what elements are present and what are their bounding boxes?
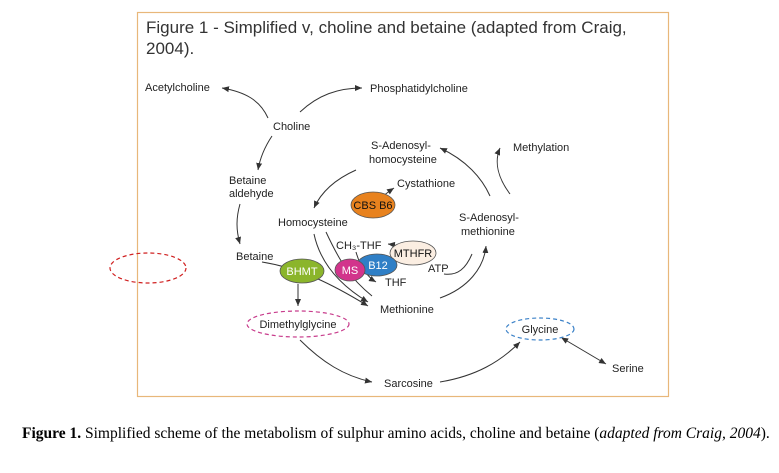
red-dashed-ring	[109, 252, 187, 284]
caption-source: adapted from Craig, 2004	[599, 425, 761, 442]
caption-text: Simplified scheme of the metabolism of s…	[81, 425, 600, 442]
arrow-atp-input	[443, 253, 473, 275]
arrow-choline-to-phosphatidylcholine	[299, 85, 363, 113]
node-phosphatidylcholine: Phosphatidylcholine	[370, 83, 468, 95]
arrow-dimethylglycine-to-sarcosine	[299, 339, 373, 384]
caption-label: Figure 1.	[22, 425, 82, 442]
arrow-sarcosine-to-glycine	[439, 341, 521, 383]
arrow-methionine-to-sam	[439, 245, 489, 299]
enzyme-ms-badge	[334, 258, 366, 282]
node-sam-line-2: methionine	[461, 226, 515, 238]
node-serine: Serine	[612, 363, 644, 375]
node-glycine: Glycine	[522, 324, 559, 336]
enzyme-mthfr-badge	[389, 240, 437, 266]
node-methionine: Methionine	[380, 304, 434, 316]
arrow-glycine-serine	[561, 337, 607, 365]
dimethylglycine-ring	[246, 310, 350, 338]
figure-caption: Figure 1. Simplified scheme of the metab…	[22, 422, 772, 445]
arrow-betaine-aldehyde-to-betaine	[235, 203, 241, 245]
arrow-choline-to-betaine-aldehyde	[256, 135, 273, 171]
enzyme-mthfr-label: MTHFR	[394, 248, 433, 260]
arrow-choline-to-acetylcholine	[221, 86, 269, 119]
node-cystathione: Cystathione	[397, 178, 455, 190]
glycine-ring	[505, 317, 575, 341]
node-betaine-aldehyde-line-1: Betaine	[229, 175, 266, 187]
node-sam-line-1: S-Adenosyl-	[459, 212, 519, 224]
node-sarcosine: Sarcosine	[384, 378, 433, 390]
node-thf: THF	[385, 277, 407, 289]
node-sah-line-2: homocysteine	[369, 154, 437, 166]
figure-border	[136, 11, 670, 398]
arrow-homocysteine-to-methionine-1	[313, 233, 369, 303]
enzyme-ms-label: MS	[342, 265, 359, 277]
enzyme-bhmt-badge	[279, 258, 325, 284]
enzyme-cbs-badge	[350, 191, 396, 219]
node-methylation: Methylation	[513, 142, 569, 154]
node-atp: ATP	[428, 263, 449, 275]
node-acetylcholine: Acetylcholine	[145, 82, 210, 94]
enzyme-bhmt-label: BHMT	[286, 266, 317, 278]
node-dimethylglycine: Dimethylglycine	[259, 319, 336, 331]
figure-title-line-2: 2004).	[146, 39, 194, 58]
node-homocysteine: Homocysteine	[278, 217, 348, 229]
caption-end: ).	[760, 425, 770, 442]
enzyme-cbs-label: CBS B6	[353, 200, 392, 212]
arrow-sam-to-methylation	[494, 147, 511, 195]
node-ch3thf: CH₃-THF	[336, 240, 382, 252]
node-betaine: Betaine	[236, 251, 273, 263]
node-choline: Choline	[273, 121, 310, 133]
arrow-sah-to-homocysteine	[313, 169, 357, 209]
enzyme-b12-label: B12	[368, 260, 388, 272]
arrow-sam-to-sah	[439, 147, 491, 197]
figure-title-line-1: Figure 1 - Simplified v, choline and bet…	[146, 18, 627, 37]
node-sah-line-1: S-Adenosyl-	[371, 140, 431, 152]
node-betaine-aldehyde-line-2: aldehyde	[229, 188, 274, 200]
